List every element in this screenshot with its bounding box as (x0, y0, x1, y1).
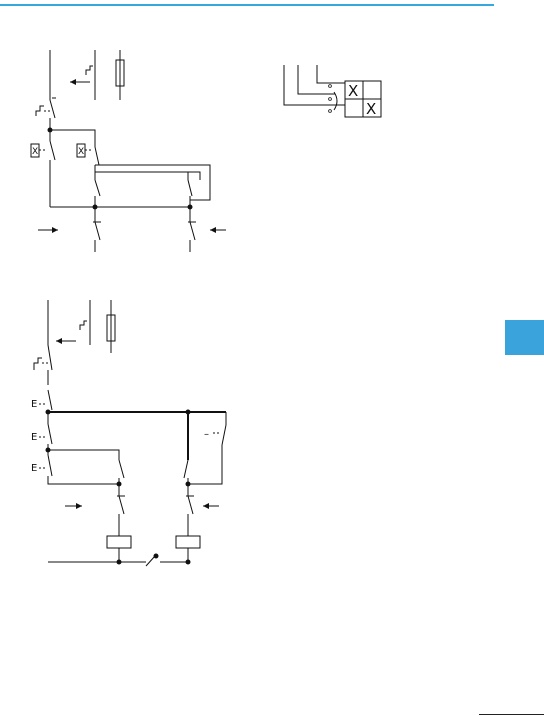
lower-circuit-diagram: E – E (31, 300, 226, 566)
arrow-left-icon (210, 227, 226, 233)
fuse-icon (116, 50, 124, 100)
dash-marker: – (204, 429, 209, 440)
thermal-overload-contact (36, 98, 56, 118)
limit-switch-left (95, 222, 100, 240)
device-marker-x1: X (32, 147, 38, 157)
table-cell-r2c2: X (366, 100, 376, 118)
upper-contact-x1: X (31, 141, 55, 160)
reverse-push-button: E (31, 455, 52, 476)
forward-push-button: E (31, 424, 52, 444)
upper-contact-x2: X (77, 144, 99, 165)
device-marker-x2: X (78, 147, 84, 157)
upper-circuit-diagram: X X (31, 50, 381, 252)
lower-arrow-left-icon (203, 503, 219, 509)
motor-protection-switch (70, 66, 93, 85)
stop-push-button: E (31, 390, 52, 410)
lower-fuse-icon (107, 300, 115, 353)
contactor-coil-left (107, 536, 131, 548)
push-button-marker-1: E (31, 399, 37, 410)
limit-switch-right (190, 222, 195, 240)
push-button-marker-2: E (31, 432, 37, 443)
table-cell-r1c1: X (348, 82, 358, 100)
push-button-marker-3: E (31, 463, 37, 474)
switch-position-table: X X (284, 65, 381, 118)
contactor-coil-right (176, 536, 200, 548)
arrow-right-icon (38, 227, 58, 233)
lower-arrow-right-icon (65, 503, 82, 509)
interlock-contact: – (204, 425, 226, 483)
lower-motor-protection-switch (56, 300, 90, 345)
